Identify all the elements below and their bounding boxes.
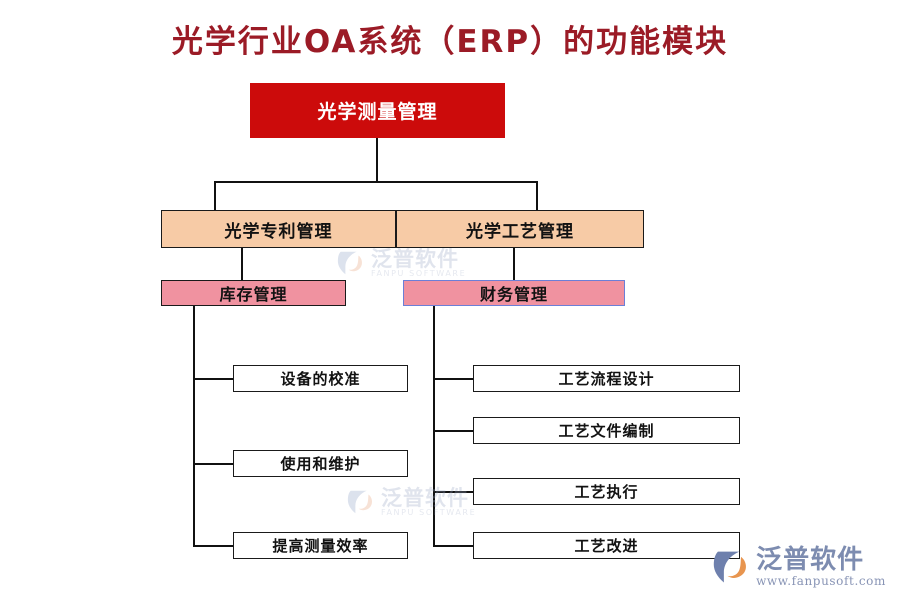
connector-left-stub-2 <box>193 463 234 465</box>
connector-left-spine <box>193 305 195 547</box>
watermark-text-block: 泛普软件 FANPU SOFTWARE <box>371 248 466 278</box>
node-label: 工艺执行 <box>574 483 639 501</box>
node-label: 工艺流程设计 <box>558 370 655 388</box>
connector-left-stub-1 <box>193 378 234 380</box>
connector-l2left-to-l3left <box>241 247 243 281</box>
connector-root-to-right <box>536 181 538 211</box>
connector-right-stub-1 <box>433 378 474 380</box>
page-title: 光学行业OA系统（ERP）的功能模块 <box>171 24 729 60</box>
node-label: 工艺改进 <box>574 537 639 555</box>
watermark-brand-en: FANPU SOFTWARE <box>381 508 477 518</box>
node-leaf-equipment-calibration[interactable]: 设备的校准 <box>233 365 408 392</box>
node-leaf-improve-efficiency[interactable]: 提高测量效率 <box>233 532 408 559</box>
fanpu-logo-icon <box>337 251 363 275</box>
watermark-center-top: 泛普软件 FANPU SOFTWARE <box>336 248 466 278</box>
fanpu-logo-icon <box>347 490 373 514</box>
connector-right-stub-3 <box>433 491 474 493</box>
node-label: 光学测量管理 <box>317 101 438 123</box>
node-label: 光学专利管理 <box>224 221 333 242</box>
watermark-corner-texts: 泛普软件 www.fanpusoft.com <box>756 544 886 588</box>
watermark-brand-cn: 泛普软件 <box>756 544 865 575</box>
node-leaf-process-document-preparation[interactable]: 工艺文件编制 <box>473 417 740 444</box>
node-label: 设备的校准 <box>280 370 361 388</box>
node-level2-optical-process[interactable]: 光学工艺管理 <box>396 210 644 248</box>
node-root-optical-measurement[interactable]: 光学测量管理 <box>250 83 505 138</box>
node-label: 财务管理 <box>479 285 548 304</box>
node-label: 提高测量效率 <box>272 537 369 555</box>
watermark-brand-cn: 泛普软件 <box>371 247 459 271</box>
node-level3-inventory[interactable]: 库存管理 <box>161 280 346 306</box>
node-label: 库存管理 <box>219 285 288 304</box>
connector-right-stub-4 <box>433 545 474 547</box>
node-label: 光学工艺管理 <box>466 221 574 242</box>
watermark-site: www.fanpusoft.com <box>756 574 886 588</box>
watermark-brand-en: FANPU SOFTWARE <box>371 269 467 279</box>
node-label: 使用和维护 <box>280 455 361 473</box>
connector-root-to-left <box>214 181 216 211</box>
node-level3-finance[interactable]: 财务管理 <box>403 280 625 306</box>
connector-l2right-to-l3right <box>513 247 515 281</box>
node-label: 工艺文件编制 <box>558 422 655 440</box>
node-level2-optical-patent[interactable]: 光学专利管理 <box>161 210 396 248</box>
connector-right-spine <box>433 305 435 546</box>
node-leaf-process-execution[interactable]: 工艺执行 <box>473 478 740 505</box>
node-leaf-use-and-maintenance[interactable]: 使用和维护 <box>233 450 408 477</box>
connector-root-bar <box>214 181 538 183</box>
node-leaf-process-improvement[interactable]: 工艺改进 <box>473 532 740 559</box>
node-leaf-process-flow-design[interactable]: 工艺流程设计 <box>473 365 740 392</box>
connector-right-stub-2 <box>433 430 474 432</box>
connector-left-stub-3 <box>193 545 234 547</box>
connector-root-stem <box>376 137 378 183</box>
